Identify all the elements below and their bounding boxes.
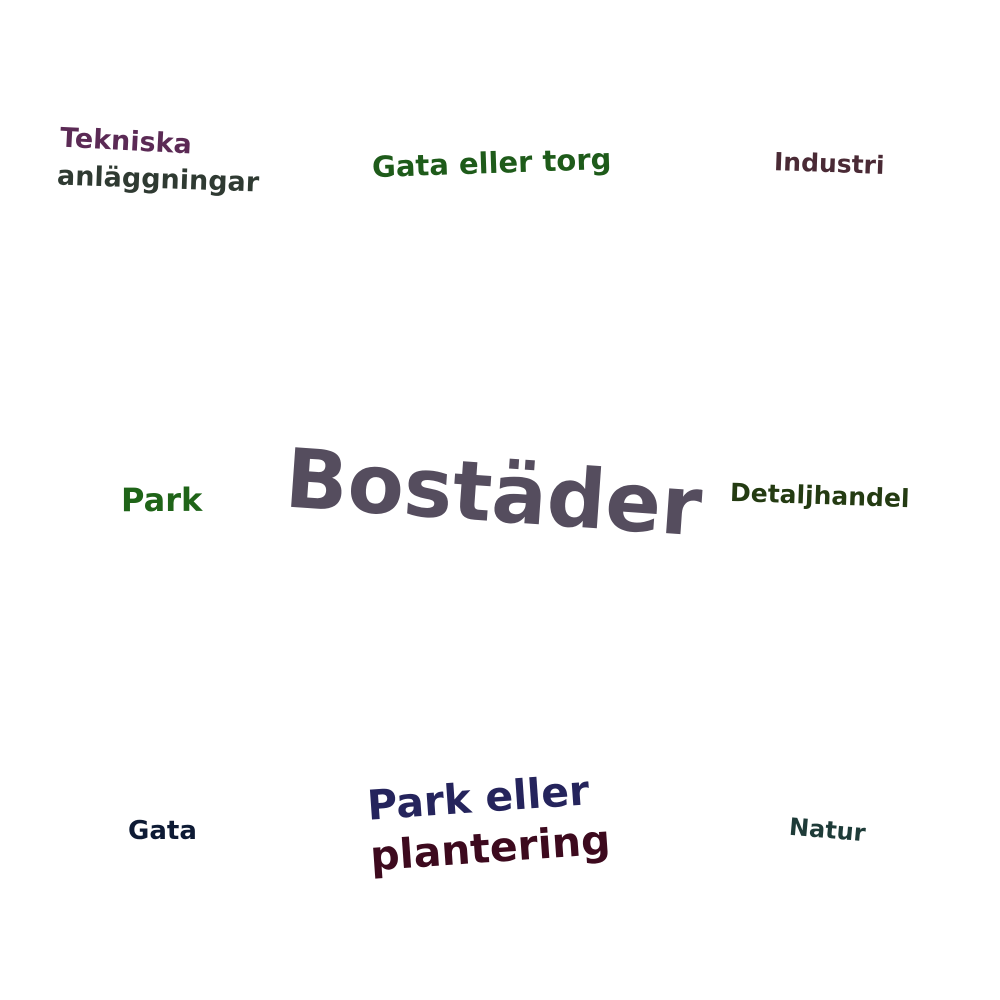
word-bostader: Bostäder [282,431,705,556]
word-detaljhandel: Detaljhandel [729,477,911,514]
word-plantering: plantering [368,815,612,881]
word-industri: Industri [773,147,886,180]
word-park: Park [121,481,203,519]
word-natur: Natur [787,812,867,848]
word-gata-eller-torg: Gata eller torg [371,141,612,185]
word-anlaggningar: anläggningar [56,160,260,199]
word-gata: Gata [128,816,197,846]
word-tekniska: Tekniska [59,122,193,161]
